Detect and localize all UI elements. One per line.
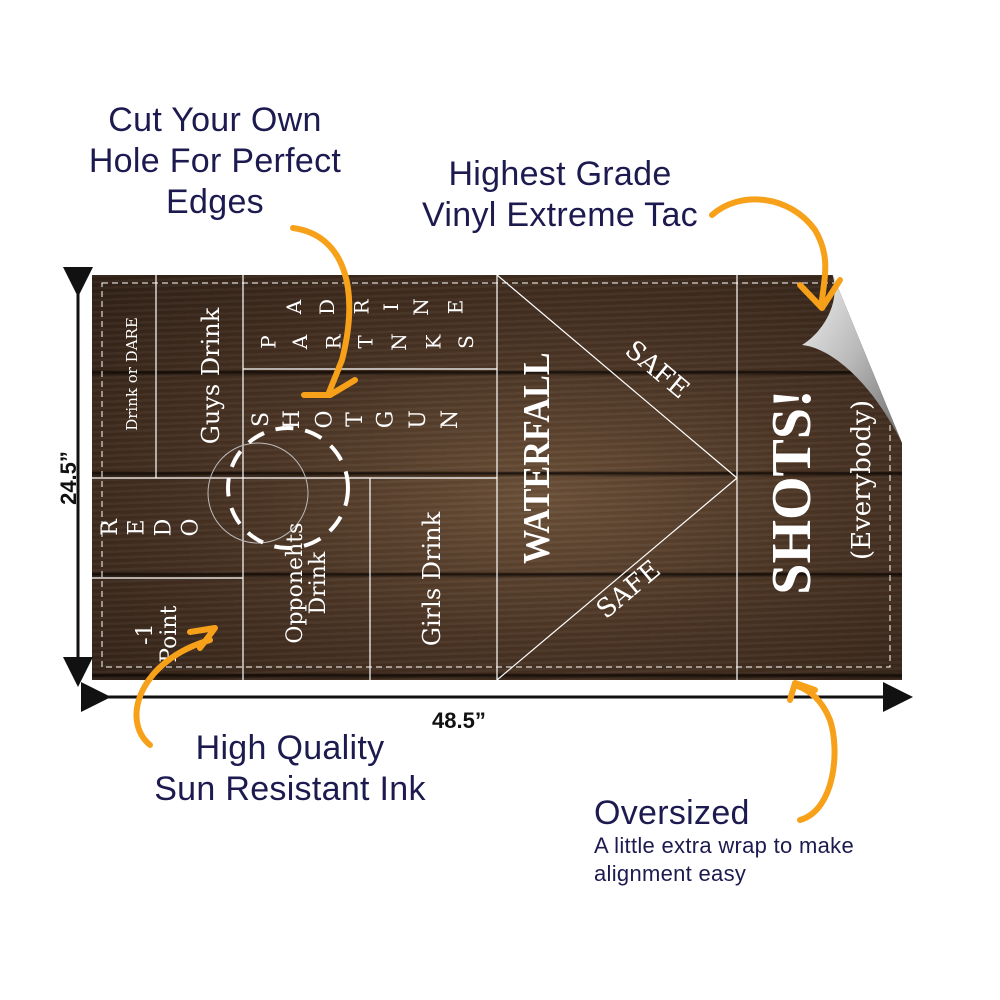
- letter: R: [349, 299, 374, 315]
- width-label: 48.5”: [432, 708, 486, 733]
- letter: T: [353, 335, 378, 349]
- letter: U: [405, 410, 431, 429]
- callout-line: Hole For Perfect: [88, 141, 342, 180]
- letter: E: [443, 299, 468, 315]
- letter: A: [288, 334, 313, 350]
- letter: O: [312, 410, 338, 429]
- letter: O: [178, 518, 204, 537]
- letter: K: [421, 334, 446, 350]
- callout-line: Cut Your Own: [108, 101, 322, 139]
- text-line: -1: [132, 623, 158, 645]
- cell-minus-one-point: -1 Point: [132, 604, 182, 664]
- letter: E: [124, 519, 150, 536]
- callout-subtitle: A little extra wrap to make: [594, 833, 854, 859]
- letter: R: [321, 334, 346, 350]
- callout-line: Edges: [166, 182, 264, 221]
- height-label: 24.5”: [55, 451, 81, 505]
- letter: P: [256, 335, 281, 349]
- board-grid-lines: [92, 275, 891, 680]
- callout-line: Sun Resistant Ink: [154, 769, 426, 808]
- callout-line: Highest Grade: [448, 155, 672, 193]
- cell-drink-or-dare: Drink or DARE: [123, 317, 141, 431]
- text-line: Drink: [306, 551, 331, 615]
- letter: A: [282, 299, 307, 315]
- peel-corner-icon: [802, 273, 902, 443]
- cell-party-drinkers-row2: A D R I N E: [282, 295, 467, 319]
- letter: N: [438, 409, 464, 430]
- letter: H: [280, 409, 306, 430]
- text-line: Opponehts: [282, 522, 308, 644]
- callout-line: High Quality: [195, 729, 385, 767]
- cell-girls-drink: Girls Drink: [418, 511, 446, 647]
- cell-opponents-drink: Opponehts Drink: [282, 503, 331, 663]
- cell-redo: R E D O: [98, 515, 204, 540]
- letter: D: [150, 518, 176, 537]
- callout-ink: High Quality Sun Resistant Ink: [120, 728, 460, 810]
- text-line: Point: [157, 605, 182, 663]
- callout-title: Oversized: [594, 794, 750, 832]
- callout-cut-hole: Cut Your Own Hole For Perfect Edges: [60, 100, 370, 222]
- callout-oversized: Oversized A little extra wrap to make al…: [594, 794, 854, 887]
- letter: I: [378, 303, 403, 311]
- letter: S: [249, 411, 275, 428]
- letter: R: [97, 519, 123, 536]
- cell-guys-drink: Guys Drink: [197, 307, 225, 445]
- cell-party-drinkers-row1: P A R T N K S: [257, 330, 478, 354]
- cornhole-wrap-board: Drink or DARE Guys Drink R E D O -1 Poin…: [92, 273, 902, 680]
- callout-vinyl: Highest Grade Vinyl Extreme Tac: [395, 154, 725, 236]
- letter: G: [373, 410, 399, 429]
- letter: D: [315, 298, 340, 316]
- callout-line: Vinyl Extreme Tac: [422, 195, 698, 234]
- cell-waterfall: WATERFALL: [516, 352, 558, 564]
- letter: S: [453, 335, 478, 349]
- callout-subtitle: alignment easy: [594, 860, 747, 886]
- letter: N: [409, 298, 434, 316]
- letter: T: [343, 412, 369, 427]
- cell-shotgun: S H O T G U N: [249, 407, 464, 432]
- letter: N: [387, 333, 412, 351]
